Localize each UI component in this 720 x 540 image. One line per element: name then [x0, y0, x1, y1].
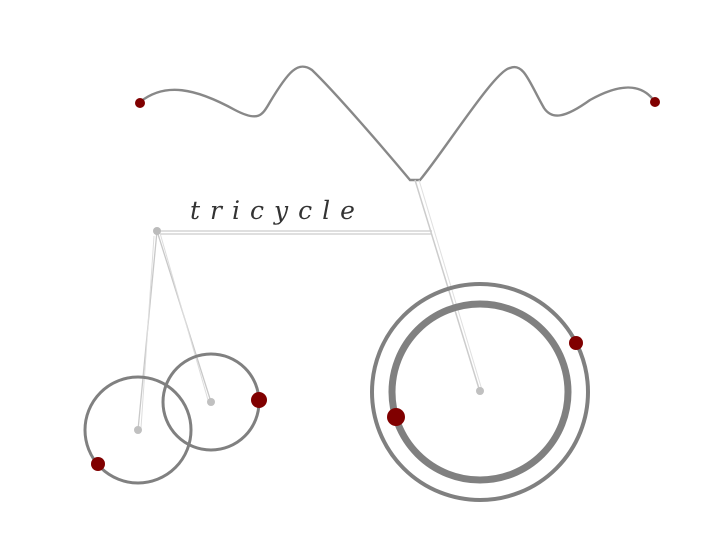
- rear-strut-left-inner: [140, 235, 155, 429]
- rear-strut-right-inner: [159, 232, 209, 401]
- front-fork-inner: [418, 179, 483, 391]
- handlebar-end-left-dot: [135, 98, 145, 108]
- front-wheel-inner-dot: [387, 408, 405, 426]
- rear-wheel-left-dot: [91, 457, 105, 471]
- rear-wheel-right-dot: [251, 392, 267, 408]
- front-fork: [414, 179, 481, 393]
- title-label: tricycle: [190, 196, 365, 225]
- handlebar-curve: [139, 65, 656, 182]
- rear-wheel-left-hub: [134, 426, 142, 434]
- rear-wheel-left: [83, 375, 193, 485]
- frame-joint: [153, 227, 161, 235]
- handlebar-end-right-dot: [650, 97, 660, 107]
- front-wheel-hub: [476, 387, 484, 395]
- front-wheel-outer: [370, 282, 590, 502]
- rear-wheel-right-hub: [207, 398, 215, 406]
- front-wheel-inner: [388, 300, 572, 484]
- front-wheel-outer-dot: [569, 336, 583, 350]
